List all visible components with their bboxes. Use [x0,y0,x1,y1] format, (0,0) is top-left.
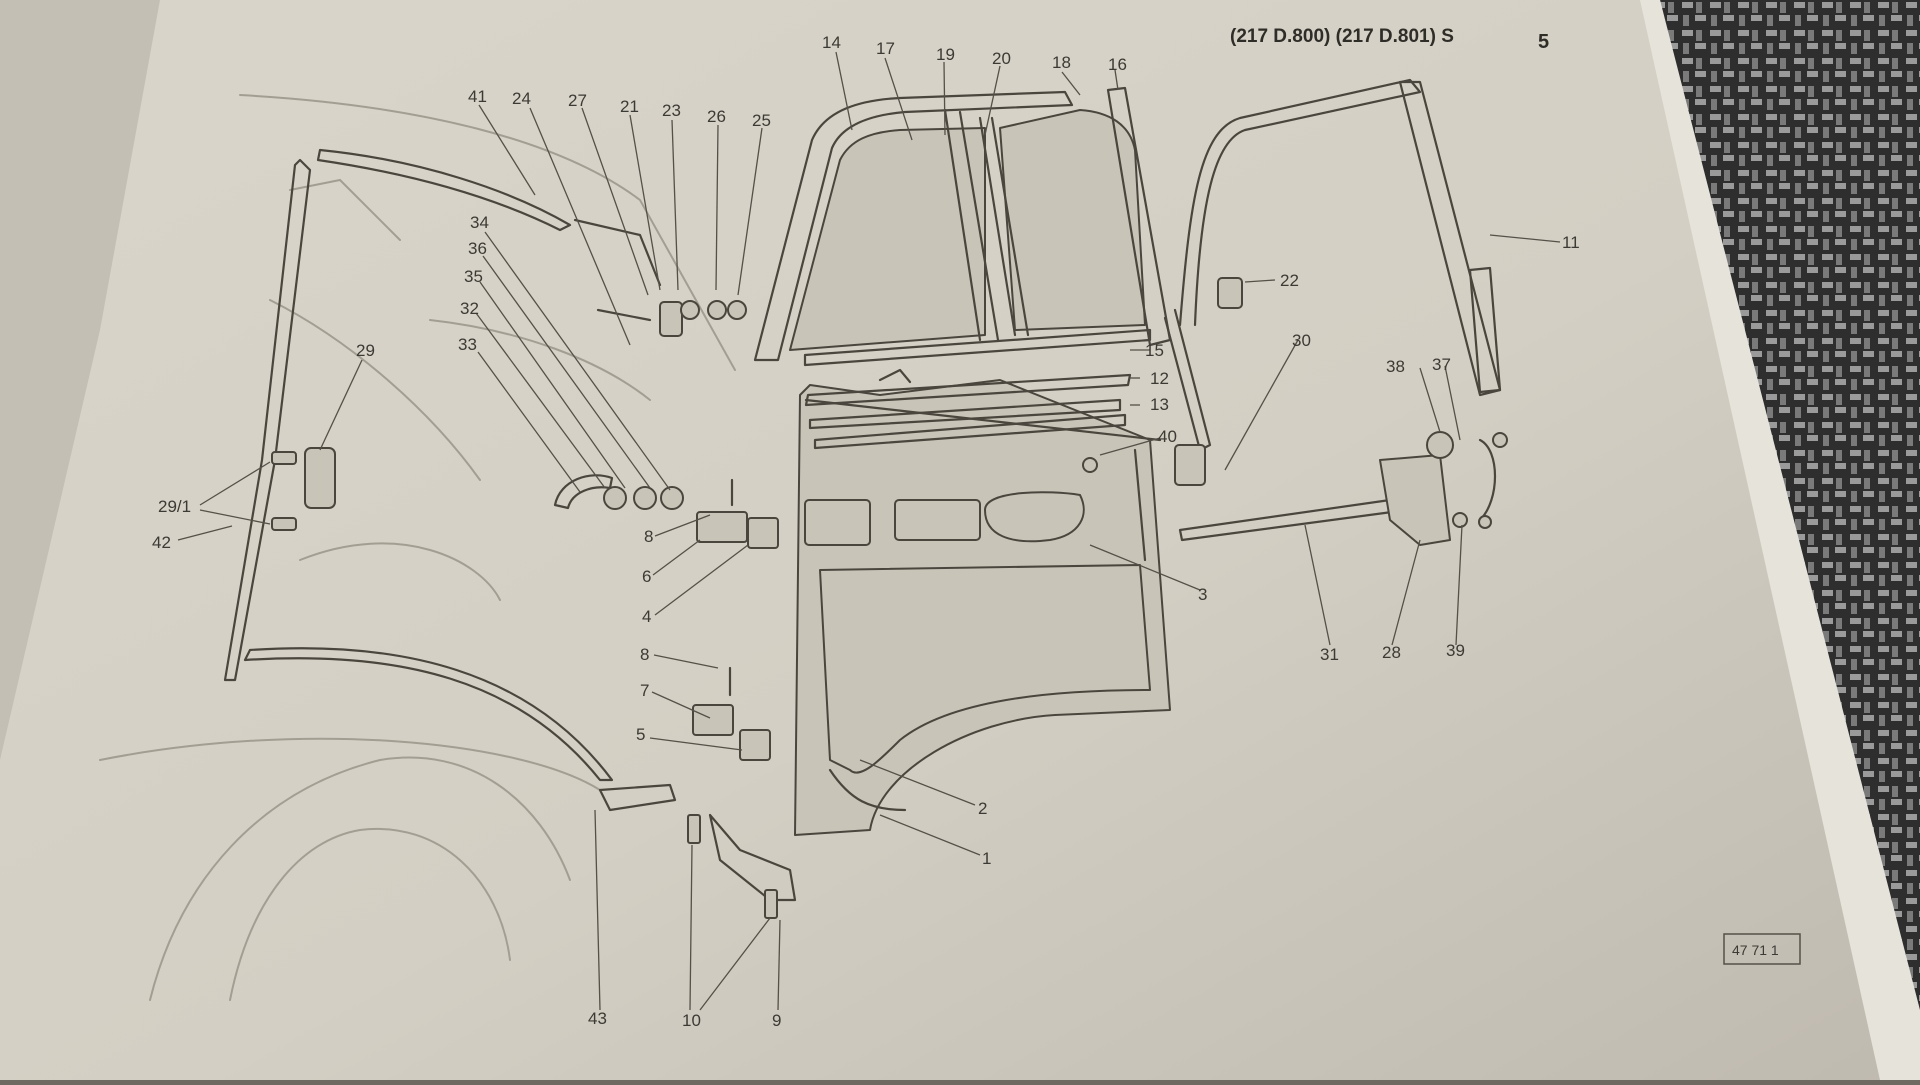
callout-10: 10 [682,1011,701,1030]
page-header-title: (217 D.800) (217 D.801) S [1230,26,1454,47]
callout-38: 38 [1386,357,1405,376]
callout-40: 40 [1158,427,1177,446]
callout-31: 31 [1320,645,1339,664]
figure-code: 47 71 1 [1732,942,1779,958]
callout-43: 43 [588,1009,607,1028]
callout-3: 3 [1198,585,1207,604]
page-right-strip [1640,0,1920,1080]
callout-42: 42 [152,533,171,552]
page-number: 5 [1538,31,1549,53]
figure-code-box [1723,933,1801,965]
callout-36: 36 [468,239,487,258]
callout-8: 8 [644,527,653,546]
callout-6: 6 [642,567,651,586]
callout-13: 13 [1150,395,1169,414]
callout-35: 35 [464,267,483,286]
callout-32: 32 [460,299,479,318]
callout-7: 7 [640,681,649,700]
callout-30: 30 [1292,331,1311,350]
callout-28: 28 [1382,643,1401,662]
leader-lines [177,51,1561,1011]
callout-27: 27 [568,91,587,110]
seal-strips [804,373,1132,450]
callout-19: 19 [936,45,955,64]
callout-labels: 14 17 19 20 18 16 41 24 27 21 23 26 25 3… [152,33,1580,1030]
callout-20: 20 [992,49,1011,68]
callout-26: 26 [707,107,726,126]
callout-12: 12 [1150,369,1169,388]
callout-33: 33 [458,335,477,354]
door-panel [794,368,1171,836]
callout-24: 24 [512,89,531,108]
hardware-parts [271,277,1508,919]
callout-29: 29 [356,341,375,360]
callout-17: 17 [876,39,895,58]
callout-14: 14 [822,33,841,52]
callout-5: 5 [636,725,645,744]
window-assembly [753,78,1502,452]
callout-29-1: 29/1 [158,497,191,516]
callout-8b: 8 [640,645,649,664]
callout-2: 2 [978,799,987,818]
callout-9: 9 [772,1011,781,1030]
left-weatherstrip [223,148,797,902]
callout-23: 23 [662,101,681,120]
callout-11: 11 [1562,233,1580,252]
callout-16: 16 [1108,55,1127,74]
callout-4: 4 [642,607,651,626]
callout-1: 1 [982,849,991,868]
callout-18: 18 [1052,53,1071,72]
callout-39: 39 [1446,641,1465,660]
callout-22: 22 [1280,271,1299,290]
callout-25: 25 [752,111,771,130]
callout-15: 15 [1145,341,1164,360]
callout-41: 41 [468,87,487,106]
callout-34: 34 [470,213,489,232]
callout-21: 21 [620,97,639,116]
car-body-ghost [99,94,736,1001]
callout-37: 37 [1432,355,1451,374]
